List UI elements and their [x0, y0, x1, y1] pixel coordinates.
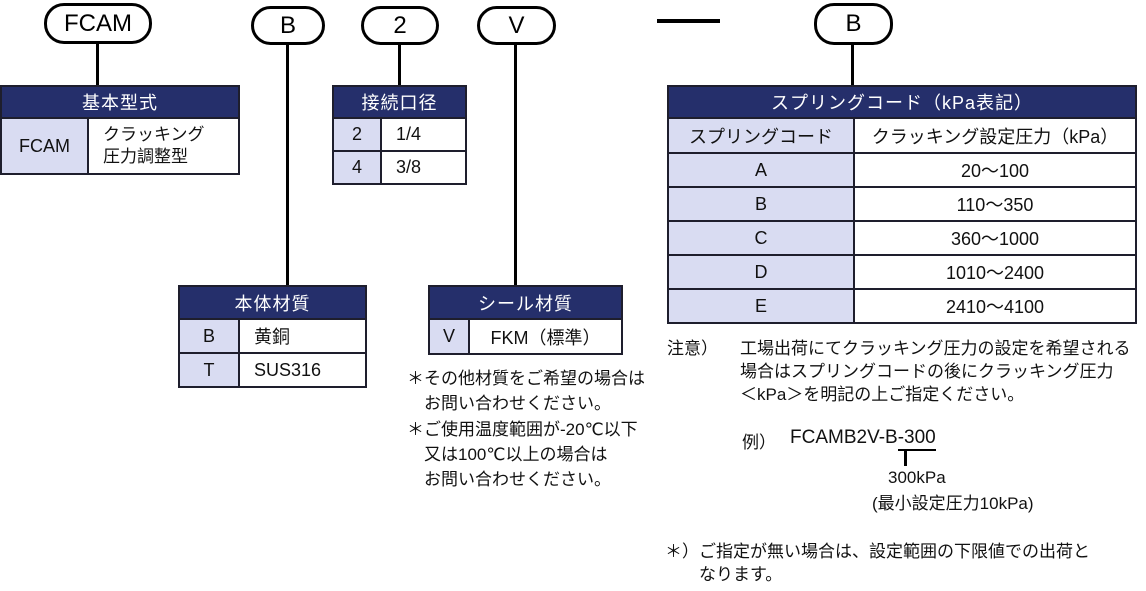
spring-code-cell: B — [669, 188, 853, 220]
example-pressure: 300kPa — [888, 468, 946, 487]
port-size-table-title: 接続口径 — [334, 87, 465, 117]
connector-spring-code — [851, 45, 854, 86]
code-pill-seal-material: V — [477, 6, 556, 45]
pressure-range-cell: 1010～2400 — [855, 256, 1135, 288]
pressure-range-cell: 20～100 — [855, 154, 1135, 186]
seal-material-desc-cell: FKM（標準） — [470, 320, 621, 353]
spring-code-header-row: スプリングコード クラッキング設定圧力（kPa） — [669, 119, 1135, 152]
table-row: 4 3/8 — [334, 152, 465, 183]
seal-material-table-title: シール材質 — [430, 287, 621, 318]
code-pill-spring-code: B — [814, 3, 893, 45]
seal-material-note-line: お問い合わせください。 — [407, 470, 611, 489]
seal-material-note-line: お問い合わせください。 — [407, 394, 611, 413]
basic-model-code-cell: FCAM — [2, 119, 87, 173]
seal-material-note-line: ＊ご使用温度範囲が-20℃以下 — [407, 420, 638, 439]
pressure-range-cell: 2410～4100 — [855, 290, 1135, 322]
code-pill-body-material: B — [251, 6, 325, 45]
code-separator-dash — [657, 19, 720, 23]
code-pill-fcam-label: FCAM — [64, 9, 132, 37]
table-row: B 黄銅 — [180, 320, 365, 352]
table-row: V FKM（標準） — [430, 320, 621, 353]
table-row: D 1010～2400 — [669, 256, 1135, 288]
body-material-code-cell: T — [180, 354, 238, 386]
code-pill-fcam: FCAM — [44, 3, 152, 44]
code-pill-seal-material-label: V — [508, 11, 525, 39]
spring-code-cell: C — [669, 222, 853, 254]
spring-code-table-title: スプリングコード（kPa表記） — [669, 87, 1135, 117]
seal-material-code-cell: V — [430, 320, 468, 353]
pressure-range-cell: 110～350 — [855, 188, 1135, 220]
caution-line: ＜kPa＞を明記の上ご指定ください。 — [740, 385, 1025, 404]
code-pill-body-material-label: B — [279, 11, 296, 39]
port-size-code-cell: 2 — [334, 119, 380, 150]
pressure-col-header: クラッキング設定圧力（kPa） — [855, 119, 1135, 152]
caution-line: 場合はスプリングコードの後にクラッキング圧力 — [740, 362, 1114, 381]
basic-model-desc-cell: クラッキング 圧力調整型 — [89, 119, 238, 173]
caution-line: 工場出荷にてクラッキング圧力の設定を希望される — [740, 339, 1131, 358]
port-size-table: 接続口径 2 1/4 4 3/8 — [332, 85, 467, 185]
table-row: FCAM クラッキング 圧力調整型 — [2, 119, 238, 173]
port-size-desc-cell: 1/4 — [382, 119, 465, 150]
seal-material-table: シール材質 V FKM（標準） — [428, 285, 623, 355]
footnote-line: なります。 — [665, 565, 783, 584]
footnote-line: ＊）ご指定が無い場合は、設定範囲の下限値での出荷と — [665, 542, 1090, 561]
table-row: A 20～100 — [669, 154, 1135, 186]
body-material-code-cell: B — [180, 320, 238, 352]
table-row: T SUS316 — [180, 354, 365, 386]
code-pill-spring-code-label: B — [845, 10, 862, 37]
connector-seal-material — [514, 45, 517, 285]
example-pointer-line — [904, 449, 907, 466]
spring-code-cell: E — [669, 290, 853, 322]
body-material-table: 本体材質 B 黄銅 T SUS316 — [178, 285, 367, 388]
body-material-desc-cell: SUS316 — [240, 354, 365, 386]
connector-fcam — [96, 43, 99, 86]
spring-code-col-header: スプリングコード — [669, 119, 853, 152]
spring-code-cell: D — [669, 256, 853, 288]
body-material-desc-cell: 黄銅 — [240, 320, 365, 352]
table-row: E 2410～4100 — [669, 290, 1135, 322]
example-pressure-note: (最小設定圧力10kPa) — [872, 494, 1034, 513]
spring-code-table: スプリングコード（kPa表記） スプリングコード クラッキング設定圧力（kPa）… — [667, 85, 1137, 324]
code-pill-port-size-label: 2 — [393, 11, 407, 39]
port-size-desc-cell: 3/8 — [382, 152, 465, 183]
caution-label: 注意） — [667, 339, 718, 358]
seal-material-note-line: ＊その他材質をご希望の場合は — [407, 369, 645, 388]
table-row: B 110～350 — [669, 188, 1135, 220]
connector-body-material — [286, 45, 289, 285]
port-size-code-cell: 4 — [334, 152, 380, 183]
example-code-prefix: FCAMB2V-B — [790, 427, 898, 448]
basic-model-table: 基本型式 FCAM クラッキング 圧力調整型 — [0, 85, 240, 175]
seal-material-note-line: 又は100℃以上の場合は — [407, 445, 608, 464]
pressure-range-cell: 360～1000 — [855, 222, 1135, 254]
table-row: 2 1/4 — [334, 119, 465, 150]
example-label: 例） — [742, 433, 776, 452]
spring-code-cell: A — [669, 154, 853, 186]
example-code: FCAMB2V-B-300 — [790, 427, 936, 451]
basic-model-table-title: 基本型式 — [2, 87, 238, 117]
example-code-suffix: -300 — [897, 427, 936, 451]
code-pill-port-size: 2 — [361, 6, 439, 45]
table-row: C 360～1000 — [669, 222, 1135, 254]
body-material-table-title: 本体材質 — [180, 287, 365, 318]
connector-port-size — [398, 45, 401, 86]
